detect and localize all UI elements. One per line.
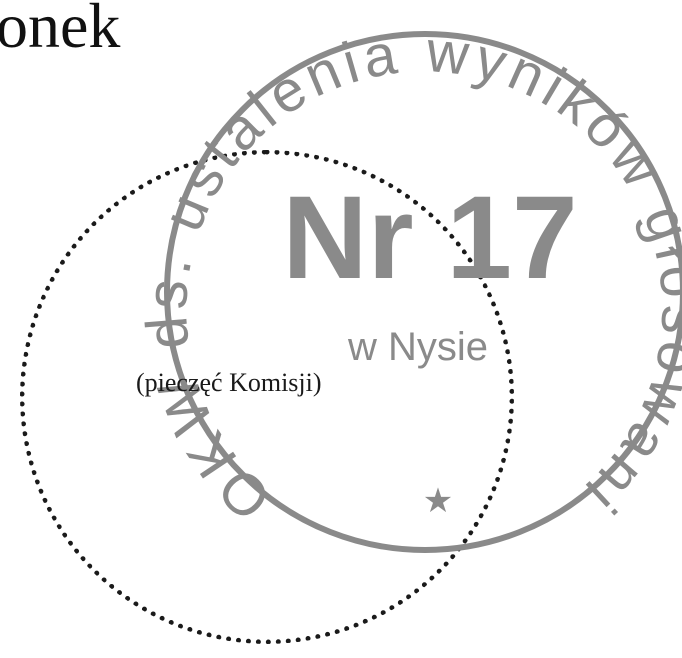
stamp-outer-ring <box>164 31 682 553</box>
stamp-star-icon: ★ <box>423 481 453 521</box>
heading-fragment: onek <box>0 0 121 61</box>
seal-placeholder-label: (pieczęć Komisji) <box>136 368 322 397</box>
stamp-center-location: w Nysie <box>347 325 488 369</box>
stamp-center-number: Nr 17 <box>282 172 577 304</box>
seal-placeholder-circle <box>20 150 514 644</box>
